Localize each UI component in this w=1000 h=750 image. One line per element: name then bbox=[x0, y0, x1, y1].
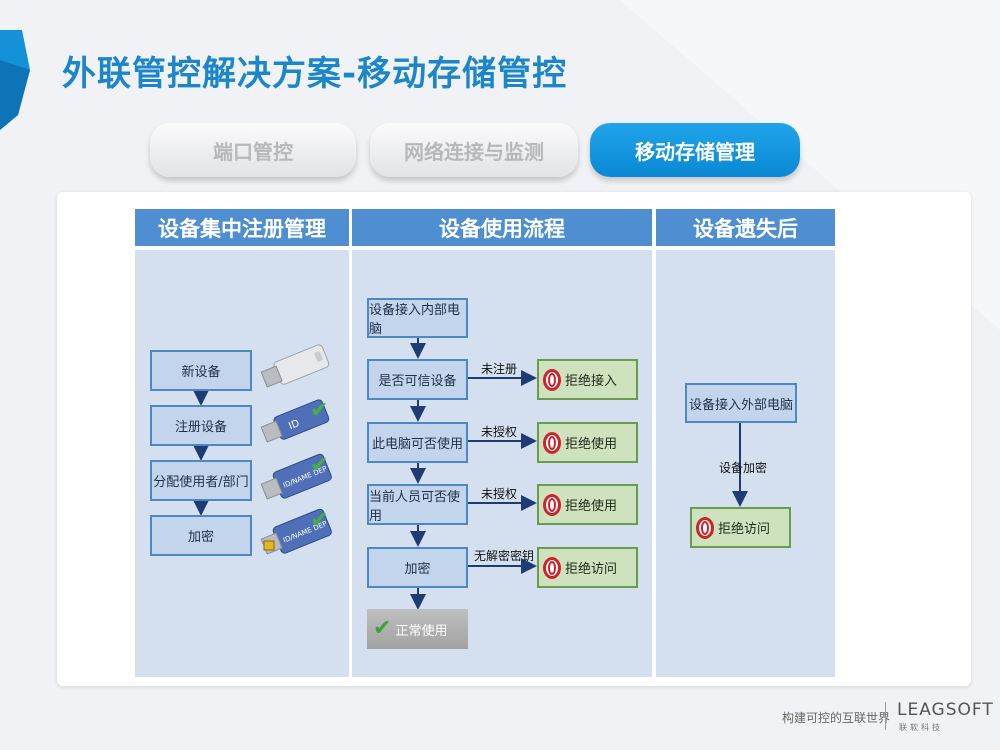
company-logo-sub: 联软科技 bbox=[899, 723, 943, 732]
result-deny-use: 拒绝使用 bbox=[537, 484, 638, 525]
registration-step-new-device: 新设备 bbox=[150, 350, 252, 391]
result-deny-use: 拒绝使用 bbox=[537, 422, 638, 463]
tab-port-control[interactable]: 端口管控 bbox=[150, 123, 356, 177]
usb-tag-label: ID bbox=[287, 418, 301, 432]
flow-step-encrypt: 加密 bbox=[367, 547, 468, 588]
column-header-flow: 设备使用流程 bbox=[352, 209, 652, 246]
forbidden-icon bbox=[543, 368, 561, 391]
forbidden-icon bbox=[543, 431, 561, 454]
condition-label: 未授权 bbox=[481, 487, 518, 501]
registration-step-encrypt: 加密 bbox=[150, 515, 252, 556]
result-deny-access: 拒绝接入 bbox=[537, 359, 638, 400]
flow-step-trusted-device: 是否可信设备 bbox=[367, 359, 468, 400]
result-normal-use: ✔正常使用 bbox=[367, 609, 468, 649]
tab-network-connection[interactable]: 网络连接与监测 bbox=[370, 123, 578, 177]
check-icon: ✔ bbox=[373, 616, 392, 641]
svg-text:✔: ✔ bbox=[310, 508, 328, 533]
usb-drive-locked-icon: ID/NAME DEP ✔ bbox=[260, 508, 332, 555]
lost-encrypt-label: 设备加密 bbox=[719, 461, 768, 475]
registration-step-register: 注册设备 bbox=[150, 405, 252, 446]
company-logo: LEAGSOFT bbox=[897, 700, 994, 720]
forbidden-icon bbox=[543, 493, 561, 516]
footer-slogan: 构建可控的互联世界 bbox=[782, 711, 891, 725]
condition-label: 未注册 bbox=[481, 362, 518, 376]
tab-mobile-storage[interactable]: 移动存储管理 bbox=[590, 123, 800, 177]
flow-step-connect-internal: 设备接入内部电脑 bbox=[367, 298, 468, 338]
condition-label: 无解密密钥 bbox=[474, 549, 535, 563]
condition-label: 未授权 bbox=[481, 425, 518, 439]
flow-step-computer-allowed: 此电脑可否使用 bbox=[367, 422, 468, 463]
usb-drive-id-icon: ID ✔ bbox=[260, 398, 330, 443]
column-header-registration: 设备集中注册管理 bbox=[135, 209, 349, 246]
usb-drive-id-name-icon: ID/NAME DEP ✔ bbox=[260, 453, 332, 500]
forbidden-icon bbox=[543, 556, 561, 579]
registration-step-assign: 分配使用者/部门 bbox=[150, 460, 252, 501]
forbidden-icon bbox=[696, 516, 714, 539]
lost-result-deny-read: 拒绝访问 bbox=[690, 507, 791, 548]
page-title: 外联管控解决方案-移动存储管控 bbox=[62, 54, 568, 94]
svg-text:✔: ✔ bbox=[310, 453, 328, 478]
result-deny-read: 拒绝访问 bbox=[537, 547, 638, 588]
column-header-lost: 设备遗失后 bbox=[656, 209, 835, 246]
column-body-lost bbox=[656, 250, 835, 677]
footer-divider bbox=[885, 702, 886, 730]
lock-icon bbox=[263, 540, 275, 551]
svg-text:✔: ✔ bbox=[310, 398, 328, 423]
usb-drive-icon bbox=[260, 344, 330, 388]
flow-step-user-allowed: 当前人员可否使用 bbox=[367, 484, 468, 525]
lost-step-connect-external: 设备接入外部电脑 bbox=[685, 383, 797, 423]
